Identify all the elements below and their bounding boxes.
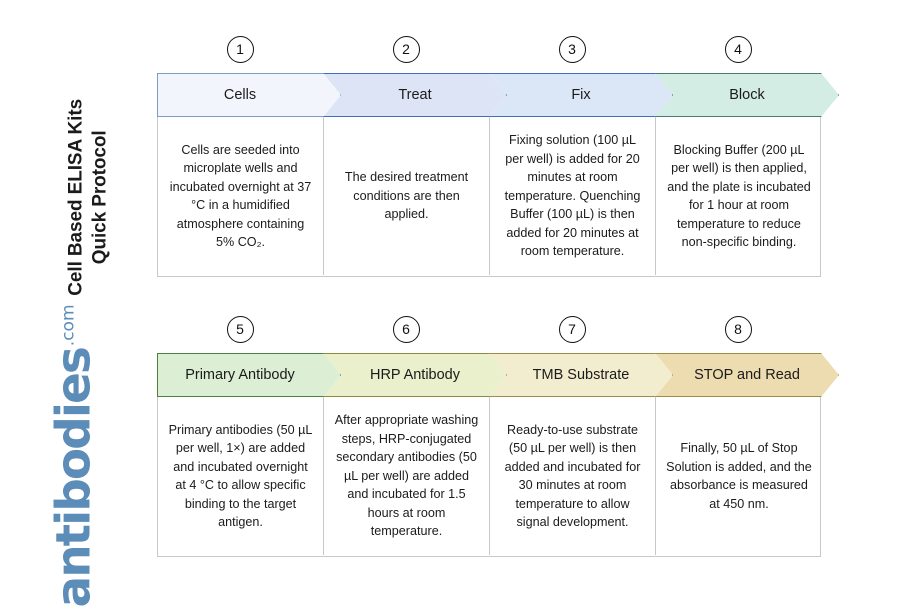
step-badge-strip: 5 6 7 8 [157, 316, 839, 346]
step-description-cell: The desired treatment conditions are the… [324, 117, 490, 275]
step-label: Cells [223, 87, 257, 103]
step-label: Fix [571, 87, 591, 103]
step-number-badge: 2 [392, 36, 420, 63]
left-rail: Cell Based ELISA Kits Quick Protocol ant… [0, 0, 152, 608]
step-number-badge: 1 [226, 36, 254, 63]
step-chevron-6[interactable]: HRP Antibody [323, 353, 507, 397]
step-number-badge: 3 [558, 36, 586, 63]
step-label: HRP Antibody [369, 367, 460, 383]
step-label: Block [729, 87, 765, 103]
brand-tld: .com [58, 304, 79, 347]
step-description-cell: Finally, 50 µL of Stop Solution is added… [656, 397, 822, 555]
step-label: Treat [398, 87, 432, 103]
step-description-cell: Fixing solution (100 µL per well) is add… [490, 117, 656, 275]
step-label: TMB Substrate [532, 367, 630, 383]
step-description-text: Cells are seeded into microplate wells a… [169, 142, 312, 250]
step-number-badge: 5 [226, 316, 254, 343]
step-description-text: The desired treatment conditions are the… [344, 170, 469, 222]
step-description-cell: After appropriate washing steps, HRP-con… [324, 397, 490, 555]
step-chevron-1[interactable]: Cells [157, 73, 341, 117]
step-label: STOP and Read [694, 367, 800, 383]
step-body-strip: Primary antibodies (50 µL per well, 1×) … [157, 397, 821, 557]
step-label: Primary Antibody [185, 367, 295, 383]
step-description-cell: Primary antibodies (50 µL per well, 1×) … [158, 397, 324, 555]
step-chevron-4[interactable]: Block [655, 73, 839, 117]
step-description-text: Primary antibodies (50 µL per well, 1×) … [168, 422, 313, 530]
step-description-text: Finally, 50 µL of Stop Solution is added… [666, 441, 812, 511]
step-number-badge: 6 [392, 316, 420, 343]
step-chevron-5[interactable]: Primary Antibody [157, 353, 341, 397]
step-chevron-3[interactable]: Fix [489, 73, 673, 117]
brand-wordmark: antibodies [46, 348, 102, 608]
brand-logo: antibodies.com [46, 304, 102, 608]
step-chevron-8[interactable]: STOP and Read [655, 353, 839, 397]
step-badge-strip: 1 2 3 4 [157, 36, 839, 66]
step-description-text: After appropriate washing steps, HRP-con… [334, 413, 479, 539]
step-banner-strip: Primary Antibody HRP Antibody TMB Substrat… [157, 353, 839, 397]
step-description-text: Blocking Buffer (200 µL per well) is the… [667, 142, 811, 250]
step-body-strip: Cells are seeded into microplate wells a… [157, 117, 821, 277]
step-description-text: Fixing solution (100 µL per well) is add… [504, 133, 641, 259]
step-number-badge: 7 [558, 316, 586, 343]
step-description-text: Ready-to-use substrate (50 µL per well) … [504, 422, 641, 530]
flow-row-2: 5 6 7 8 Primary Antibody HRP Antibody TMB Sub… [157, 316, 839, 557]
step-description-cell: Ready-to-use substrate (50 µL per well) … [490, 397, 656, 555]
flow-row-1: 1 2 3 4 Cells Treat Fix Block Cells are seeded… [157, 36, 839, 277]
step-chevron-7[interactable]: TMB Substrate [489, 353, 673, 397]
step-description-cell: Cells are seeded into microplate wells a… [158, 117, 324, 275]
step-number-badge: 4 [724, 36, 752, 63]
step-description-cell: Blocking Buffer (200 µL per well) is the… [656, 117, 822, 275]
step-number-badge: 8 [724, 316, 752, 343]
step-banner-strip: Cells Treat Fix Block [157, 73, 839, 117]
step-chevron-2[interactable]: Treat [323, 73, 507, 117]
